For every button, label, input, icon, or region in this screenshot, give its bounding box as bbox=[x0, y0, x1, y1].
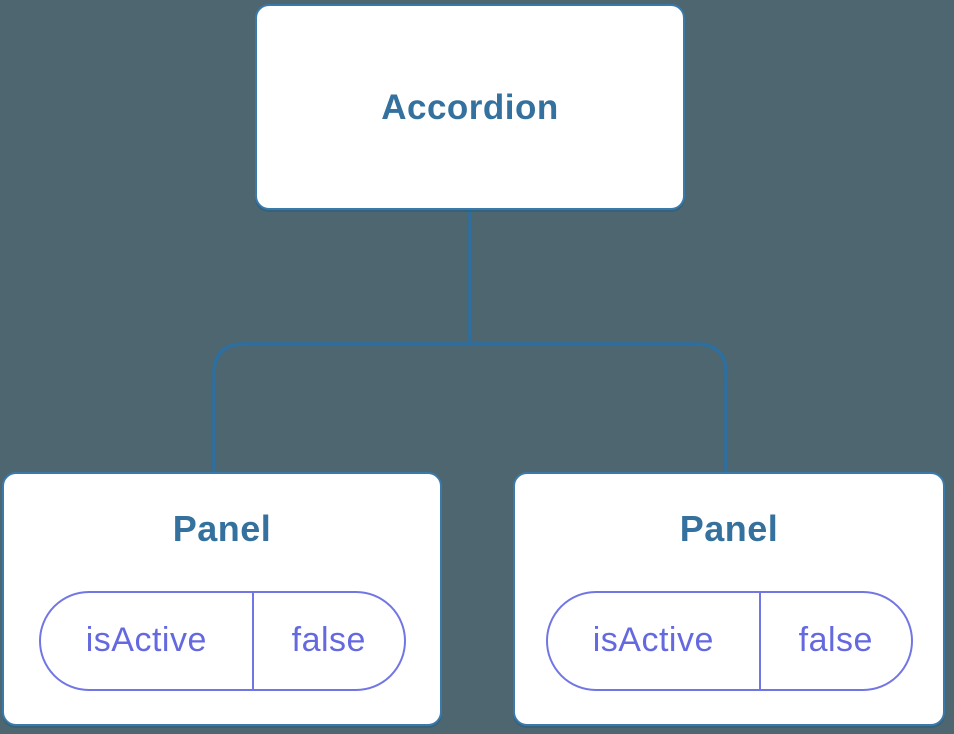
accordion-node-label: Accordion bbox=[381, 87, 559, 127]
state-name-cell: isActive bbox=[592, 621, 714, 660]
tree-node-panel-right: Panel isActive false bbox=[513, 472, 945, 726]
tree-node-accordion: Accordion bbox=[255, 4, 685, 210]
state-name-cell: isActive bbox=[85, 621, 207, 660]
tree-node-panel-left: Panel isActive false bbox=[2, 472, 442, 726]
connector-branch bbox=[212, 342, 728, 473]
state-badge: isActive false bbox=[38, 590, 406, 691]
panel-node-label: Panel bbox=[679, 508, 779, 549]
state-value-cell: false bbox=[759, 592, 910, 689]
state-badge: isActive false bbox=[545, 590, 913, 691]
state-value-cell: false bbox=[252, 592, 403, 689]
panel-node-label: Panel bbox=[172, 508, 272, 549]
